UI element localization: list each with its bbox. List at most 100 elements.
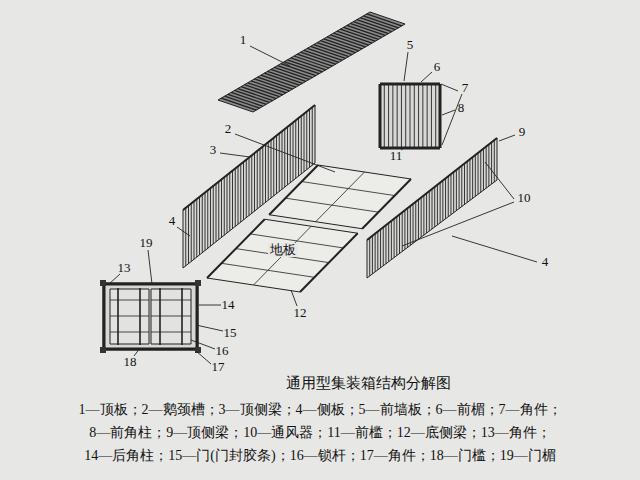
callout-number: 5 [407, 38, 414, 52]
part-label: 地板 [268, 243, 298, 257]
corrugation-line [304, 50, 339, 62]
leader-line [421, 72, 432, 82]
corrugation-line [401, 84, 402, 148]
corrugation-line [383, 227, 384, 266]
callout-number: 17 [212, 360, 225, 374]
corrugation-line [279, 133, 280, 191]
door-rib [110, 332, 149, 333]
corrugation-line [244, 85, 279, 97]
callout-number: 2 [225, 122, 232, 136]
corrugation-line [221, 179, 222, 237]
callout-number: 9 [519, 125, 526, 139]
corner-fitting [100, 347, 106, 353]
corrugation-line [434, 187, 435, 227]
corrugation-line [265, 144, 266, 202]
callout-number: 12 [294, 306, 307, 320]
corrugation-line [363, 16, 398, 28]
corrugation-line [467, 161, 468, 202]
corrugation-line [264, 73, 299, 85]
door-rib [151, 300, 191, 301]
corrugation-line [429, 191, 430, 231]
callout-number: 15 [224, 326, 237, 340]
corrugation-line [284, 62, 319, 74]
corrugation-line [422, 84, 423, 148]
corrugation-line [340, 29, 375, 41]
corrugation-line [243, 162, 244, 220]
leader-line [109, 274, 120, 284]
callout-number: 4 [542, 255, 549, 269]
corrugation-line [312, 107, 313, 165]
corrugation-line [432, 189, 433, 229]
lock-rod [117, 288, 119, 345]
corrugation-line [448, 176, 449, 217]
callout-number: 19 [140, 236, 153, 250]
corrugation-line [260, 149, 261, 207]
corrugation-line [262, 147, 263, 205]
corrugation-line [227, 175, 228, 233]
leader-line [250, 46, 290, 66]
corrugation-line [274, 67, 309, 79]
callout-number: 8 [458, 101, 465, 115]
corrugation-line [240, 164, 241, 222]
corrugation-line [431, 84, 432, 148]
corrugation-line [202, 195, 203, 253]
bottom-side-rail [362, 179, 411, 229]
callout-number: 14 [222, 298, 235, 312]
floor-panel [207, 219, 358, 292]
corrugation-line [357, 20, 392, 32]
corrugation-line [271, 140, 272, 198]
corrugation-line [327, 37, 362, 49]
bottom-side-rail [207, 219, 265, 278]
corrugation-line [456, 170, 457, 211]
corrugation-line [413, 204, 414, 243]
corrugation-line [483, 149, 484, 191]
leader-line [220, 153, 250, 157]
container-parts [100, 12, 497, 353]
corrugation-line [210, 188, 211, 246]
corrugation-line [405, 84, 406, 148]
callout-number: 4 [169, 214, 176, 228]
door-rib [110, 316, 149, 317]
door-header [103, 283, 198, 286]
corrugation-line [254, 79, 289, 91]
corrugation-line [475, 155, 476, 196]
corrugation-line [282, 131, 283, 189]
roof-corrugation [221, 14, 401, 110]
leader-line [196, 325, 223, 331]
corrugation-line [407, 208, 408, 247]
leader-line [148, 250, 152, 284]
leader-line [402, 202, 514, 246]
leader-line [235, 134, 335, 172]
corrugation-line [261, 75, 296, 87]
corner-fitting [195, 280, 201, 286]
corrugation-line [301, 52, 336, 64]
callout-number: 7 [462, 81, 469, 95]
corrugation-line [311, 46, 346, 58]
corrugation-line [231, 92, 266, 104]
corrugation-line [221, 98, 256, 110]
corrugation-line [461, 166, 462, 207]
corrugation-line [238, 166, 239, 224]
corrugation-line [377, 232, 378, 270]
corrugation-line [307, 48, 342, 60]
corrugation-line [418, 84, 419, 148]
corrugation-line [185, 208, 186, 266]
corrugation-line [392, 84, 393, 148]
corrugation-line [304, 114, 305, 172]
legend-key-line: 14—后角柱；15—门(门封胶条)；16—锁杆；17—角件；18—门槛；19—门… [84, 448, 555, 463]
corrugation-line [410, 84, 411, 148]
corrugation-line [290, 125, 291, 183]
leader-line [404, 52, 408, 81]
corrugation-line [442, 181, 443, 221]
corrugation-line [459, 168, 460, 209]
leader-line [485, 162, 514, 199]
corrugation-line [235, 168, 236, 226]
corrugation-line [404, 210, 405, 249]
corrugation-line [426, 193, 427, 233]
corrugation-line [388, 223, 389, 262]
corrugation-line [294, 56, 329, 68]
corrugation-line [298, 118, 299, 176]
corrugation-line [423, 195, 424, 235]
corrugation-line [314, 45, 349, 57]
corrugation-line [440, 183, 441, 223]
